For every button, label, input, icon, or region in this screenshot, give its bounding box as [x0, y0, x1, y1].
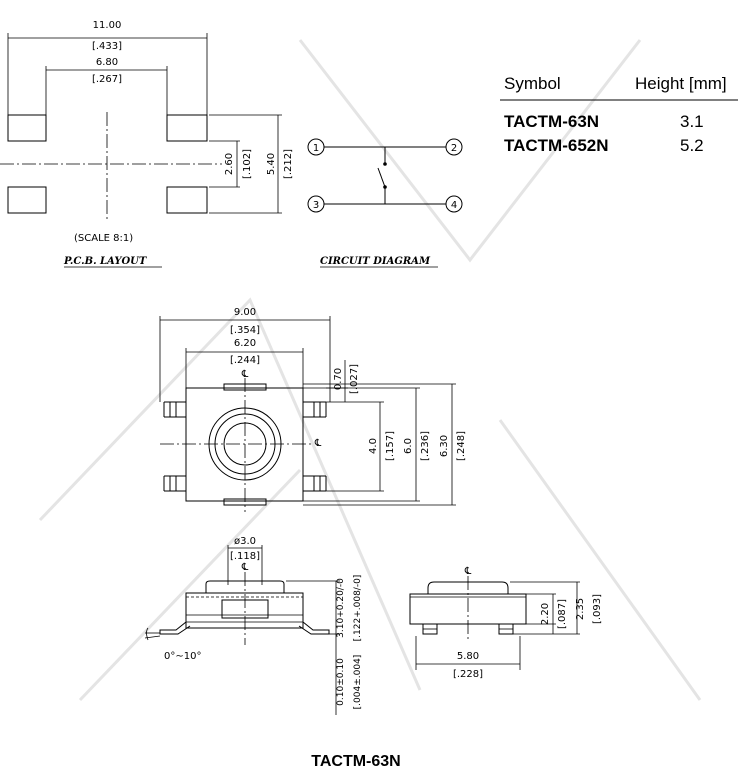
- front-centerline: ℄: [241, 562, 249, 573]
- pin-4: [445, 195, 463, 213]
- circuit-diagram: 1 2 3 4 CIRCUIT DIAGRAM: [307, 138, 463, 268]
- front-dia-in: [.118]: [230, 551, 260, 562]
- side-centerline: ℄: [464, 566, 472, 577]
- front-leg-mm: 0.10±0.10: [336, 658, 346, 706]
- front-angle: 0°∼10°: [164, 651, 201, 662]
- side-b-mm: 2.35: [575, 598, 586, 620]
- pcb-inner-mm: 6.80: [96, 57, 118, 68]
- front-leg-in: [.004±.004]: [353, 655, 363, 710]
- pcb-height-in: [.212]: [283, 149, 294, 179]
- side-view: ℄ 2.20 [.087] 2.35 [.093] 5.80 [.228]: [409, 566, 603, 680]
- table-row-height: 3.1: [680, 112, 704, 131]
- pcb-width-in: [.433]: [92, 41, 122, 52]
- side-a-mm: 2.20: [540, 603, 551, 625]
- side-width-in: [.228]: [453, 669, 483, 680]
- pin-2-label: 2: [451, 143, 457, 154]
- top-offset-mm: 0.70: [333, 368, 344, 390]
- pin-1-label: 1: [313, 143, 319, 154]
- table-header-symbol: Symbol: [504, 74, 561, 93]
- front-body: [185, 592, 304, 629]
- part-title: TACTM-63N: [311, 753, 400, 770]
- switch-body: [185, 387, 304, 502]
- pcb-layout: 11.00 [.433] 6.80 [.267] 2.60 [.102] 5.4…: [0, 20, 294, 268]
- front-dia-mm: ø3.0: [234, 536, 256, 547]
- pin-3: [307, 195, 325, 213]
- side-a-in: [.087]: [557, 599, 568, 629]
- top-centerline-v: ℄: [241, 369, 249, 380]
- pin-2: [445, 138, 463, 156]
- circuit-caption: CIRCUIT DIAGRAM: [320, 256, 431, 267]
- top-total-h-in: [.248]: [456, 431, 467, 461]
- table-row-height: 5.2: [680, 136, 704, 155]
- pin-1: [307, 138, 325, 156]
- front-view: ø3.0 [.118] ℄ 0°∼10° 3.10+0.20/-0 [.122+…: [144, 536, 363, 715]
- top-body-h-mm: 6.0: [403, 438, 414, 454]
- top-body-mm: 6.20: [234, 338, 256, 349]
- pcb-height-mm: 5.40: [266, 153, 277, 175]
- pcb-pad: [166, 114, 208, 142]
- table-header-height: Height [mm]: [635, 74, 727, 93]
- top-pitch-in: [.157]: [385, 431, 396, 461]
- pcb-pad: [166, 186, 208, 214]
- pin-4-label: 4: [451, 200, 457, 211]
- front-height-mm: 3.10+0.20/-0: [336, 578, 346, 638]
- pcb-pad: [7, 114, 47, 142]
- table-row-symbol: TACTM-652N: [504, 136, 609, 155]
- side-body: [409, 593, 527, 625]
- pcb-scale: (SCALE 8:1): [74, 233, 133, 244]
- pcb-pitch-mm: 2.60: [224, 153, 235, 175]
- top-body-h-in: [.236]: [420, 431, 431, 461]
- top-centerline-h: ℄: [314, 438, 322, 449]
- side-b-in: [.093]: [592, 594, 603, 624]
- watermark: [38, 39, 702, 702]
- top-view: 9.00 [.354] 6.20 [.244] ℄ ℄ 0.70 [.027] …: [159, 307, 467, 512]
- pcb-pitch-in: [.102]: [242, 149, 253, 179]
- top-offset-in: [.027]: [349, 364, 360, 394]
- pcb-caption: P.C.B. LAYOUT: [63, 256, 148, 267]
- top-body-in: [.244]: [230, 355, 260, 366]
- pin-3-label: 3: [313, 200, 319, 211]
- front-height-in: [.122+.008/-0]: [353, 575, 363, 642]
- top-total-h-mm: 6.30: [439, 435, 450, 457]
- side-width-mm: 5.80: [457, 651, 479, 662]
- top-pitch-mm: 4.0: [368, 438, 379, 454]
- pcb-width-mm: 11.00: [93, 20, 122, 31]
- pcb-pad: [7, 186, 47, 214]
- height-table: Symbol Height [mm] TACTM-63N 3.1 TACTM-6…: [500, 74, 738, 155]
- top-width-mm: 9.00: [234, 307, 256, 318]
- top-width-in: [.354]: [230, 325, 260, 336]
- pcb-inner-in: [.267]: [92, 74, 122, 85]
- table-row-symbol: TACTM-63N: [504, 112, 599, 131]
